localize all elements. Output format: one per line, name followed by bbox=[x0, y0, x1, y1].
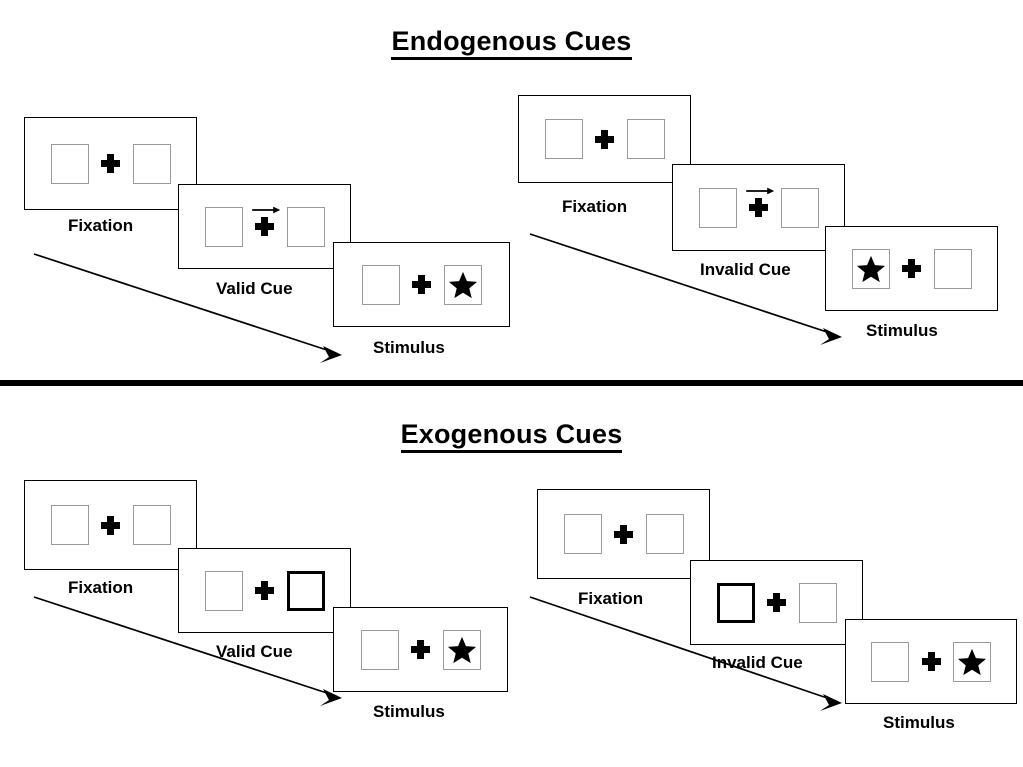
caption-exogenous-invalid-stimulus: Stimulus bbox=[883, 713, 955, 732]
left-box bbox=[360, 629, 399, 670]
left-box-highlighted bbox=[716, 582, 755, 623]
caption-exogenous-valid-cue: Valid Cue bbox=[216, 642, 293, 661]
left-box bbox=[50, 143, 89, 184]
right-box bbox=[780, 187, 819, 228]
frame-exogenous-valid-fixation bbox=[24, 480, 197, 570]
frame-endogenous-invalid-cue bbox=[672, 164, 845, 251]
cue-arrow-right-icon bbox=[745, 187, 774, 194]
fixation-cross-slot bbox=[737, 185, 781, 231]
caption-endogenous-valid-cue: Valid Cue bbox=[216, 279, 293, 298]
time-flow-arrow-icon bbox=[33, 253, 342, 363]
section-title-exogenous: Exogenous Cues bbox=[0, 419, 1023, 453]
right-box bbox=[132, 143, 171, 184]
fixation-cross-icon bbox=[255, 217, 274, 236]
fixation-cross-slot bbox=[89, 141, 133, 187]
fixation-cross-slot bbox=[909, 639, 953, 685]
caption-endogenous-valid-fixation: Fixation bbox=[68, 216, 134, 235]
fixation-cross-slot bbox=[400, 262, 444, 308]
fixation-cross-icon bbox=[902, 259, 921, 278]
time-flow-arrow-icon bbox=[529, 233, 842, 345]
frame-exogenous-invalid-stimulus bbox=[845, 619, 1017, 704]
left-box bbox=[204, 570, 243, 611]
fixation-cross-icon bbox=[749, 198, 768, 217]
fixation-cross-slot bbox=[243, 568, 287, 614]
right-box bbox=[286, 206, 325, 247]
frame-endogenous-invalid-fixation bbox=[518, 95, 691, 183]
caption-endogenous-invalid-fixation: Fixation bbox=[562, 197, 628, 216]
fixation-cross-icon bbox=[411, 640, 430, 659]
star-icon bbox=[447, 636, 476, 663]
right-box bbox=[645, 514, 684, 554]
caption-exogenous-invalid-fixation: Fixation bbox=[578, 589, 644, 608]
frame-endogenous-valid-stimulus bbox=[333, 242, 510, 327]
star-icon bbox=[856, 255, 885, 282]
fixation-cross-slot bbox=[583, 116, 627, 162]
star-icon bbox=[957, 648, 987, 675]
fixation-cross-icon bbox=[595, 129, 614, 149]
fixation-cross-slot bbox=[890, 246, 934, 292]
left-box bbox=[50, 505, 89, 545]
section-title-endogenous: Endogenous Cues bbox=[0, 26, 1023, 60]
frame-endogenous-invalid-stimulus bbox=[825, 226, 998, 311]
left-box bbox=[698, 187, 737, 228]
fixation-cross-icon bbox=[101, 515, 120, 535]
left-box bbox=[204, 206, 243, 247]
left-box bbox=[851, 248, 890, 289]
frame-exogenous-invalid-fixation bbox=[537, 489, 710, 579]
left-box bbox=[563, 514, 602, 554]
fixation-cross-slot bbox=[399, 627, 443, 673]
caption-exogenous-valid-fixation: Fixation bbox=[68, 578, 134, 597]
right-box bbox=[798, 582, 837, 623]
right-box bbox=[953, 641, 991, 682]
right-box bbox=[442, 629, 481, 670]
right-box bbox=[443, 264, 482, 305]
star-icon bbox=[448, 271, 477, 298]
frame-endogenous-valid-cue bbox=[178, 184, 351, 269]
fixation-cross-icon bbox=[767, 593, 786, 612]
frame-exogenous-valid-stimulus bbox=[333, 607, 508, 692]
fixation-cross-icon bbox=[255, 581, 274, 600]
caption-exogenous-valid-stimulus: Stimulus bbox=[373, 702, 445, 721]
frame-exogenous-valid-cue bbox=[178, 548, 351, 633]
fixation-cross-icon bbox=[101, 154, 120, 173]
fixation-cross-icon bbox=[921, 652, 941, 671]
section-title-exogenous-text: Exogenous Cues bbox=[400, 419, 623, 453]
caption-endogenous-invalid-cue: Invalid Cue bbox=[700, 260, 791, 279]
left-box bbox=[871, 641, 909, 682]
caption-endogenous-invalid-stimulus: Stimulus bbox=[866, 321, 938, 340]
section-title-endogenous-text: Endogenous Cues bbox=[391, 26, 632, 60]
right-box bbox=[933, 248, 972, 289]
fixation-cross-icon bbox=[412, 275, 431, 294]
frame-endogenous-valid-fixation bbox=[24, 117, 197, 210]
right-box bbox=[132, 505, 171, 545]
fixation-cross-slot bbox=[755, 580, 799, 626]
time-flow-arrow-icon bbox=[33, 596, 342, 706]
fixation-cross-slot bbox=[243, 204, 287, 250]
cue-arrow-right-icon bbox=[251, 206, 280, 213]
time-flow-arrow-icon bbox=[529, 596, 842, 711]
left-box bbox=[544, 119, 583, 159]
caption-endogenous-valid-stimulus: Stimulus bbox=[373, 338, 445, 357]
left-box bbox=[361, 264, 400, 305]
fixation-cross-slot bbox=[602, 511, 646, 557]
frame-exogenous-invalid-cue bbox=[690, 560, 863, 645]
fixation-cross-slot bbox=[89, 502, 133, 548]
right-box-highlighted bbox=[286, 570, 325, 611]
right-box bbox=[626, 119, 665, 159]
caption-exogenous-invalid-cue: Invalid Cue bbox=[712, 653, 803, 672]
section-divider bbox=[0, 380, 1023, 386]
fixation-cross-icon bbox=[614, 524, 633, 544]
